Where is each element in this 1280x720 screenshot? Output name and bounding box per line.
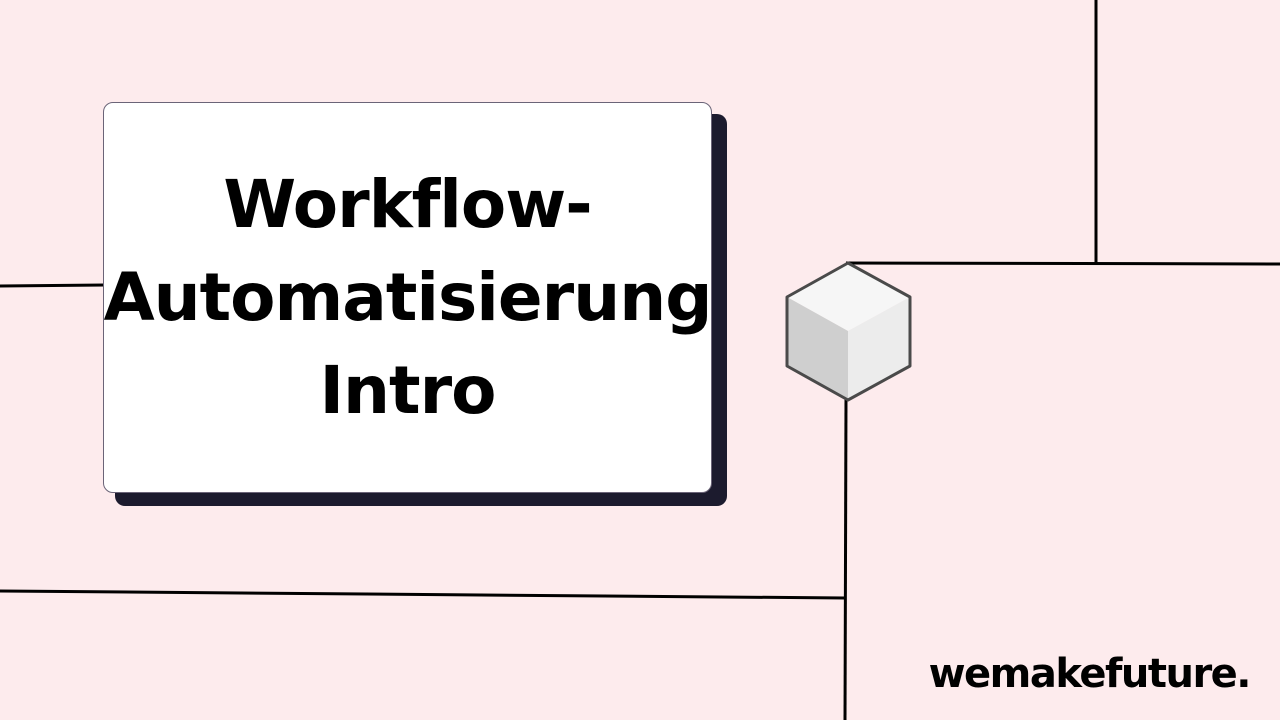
title-line-1: Workflow- [223, 166, 592, 243]
cube-icon [785, 261, 912, 402]
line-vertical-center [843, 397, 848, 720]
line-bottom-horizontal [0, 589, 846, 600]
title-line-3: Intro [319, 352, 497, 429]
page-title: Workflow- Automatisierung Intro [103, 158, 713, 437]
line-left-top [0, 283, 106, 288]
brand-logo: wemakefuture. [928, 651, 1252, 697]
title-line-2: Automatisierung [103, 259, 713, 336]
line-horizontal-right [845, 261, 1280, 266]
cube-outline [785, 261, 912, 402]
title-card: Workflow- Automatisierung Intro [103, 102, 712, 493]
